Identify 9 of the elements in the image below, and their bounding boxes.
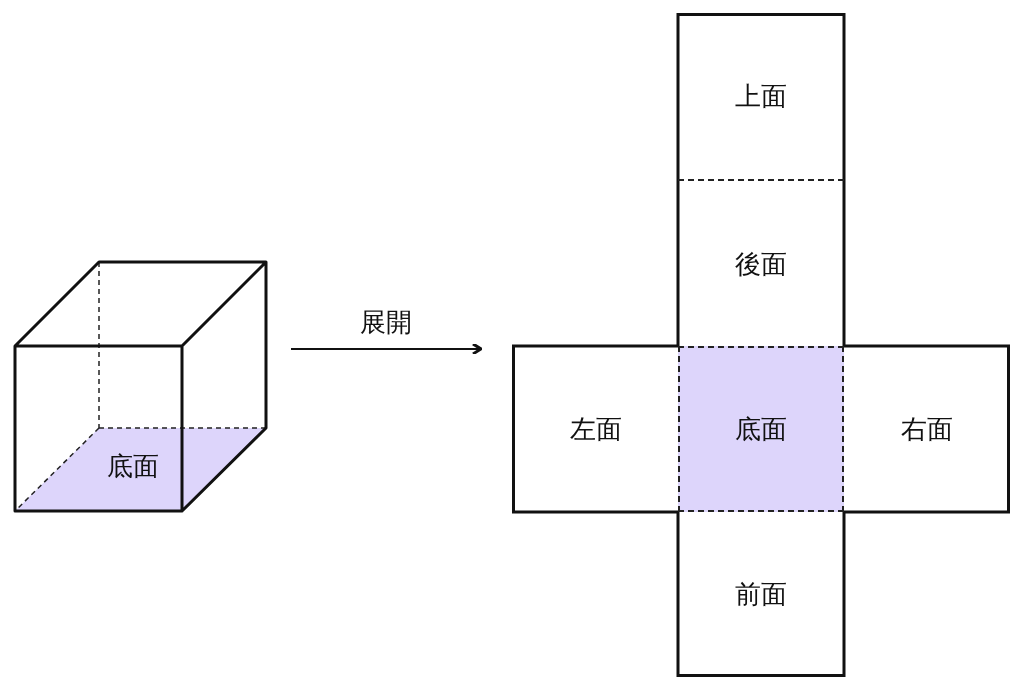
face-label: 前面 [735, 577, 787, 611]
face-label: 底面 [107, 449, 159, 483]
face-label: 後面 [735, 247, 787, 280]
face-label: 上面 [735, 79, 787, 113]
face-label: 右面 [900, 412, 953, 446]
net-face [678, 346, 844, 512]
arrow [290, 342, 483, 356]
face-label: 左面 [569, 412, 622, 446]
face-label: 底面 [735, 412, 787, 446]
